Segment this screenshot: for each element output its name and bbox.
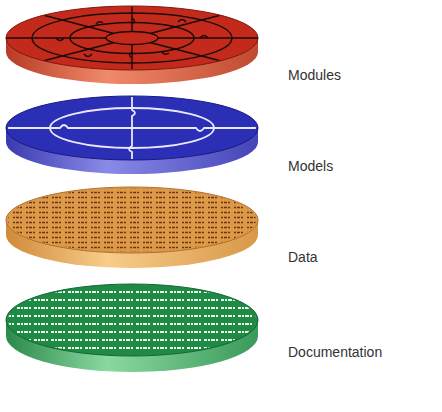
layer-label: Data bbox=[288, 249, 318, 266]
modules-disc bbox=[6, 6, 258, 84]
models-disc bbox=[6, 96, 258, 174]
layer-label: Models bbox=[288, 158, 333, 175]
text-texture bbox=[6, 282, 258, 358]
layer-label: Modules bbox=[288, 67, 341, 84]
disc-face bbox=[6, 187, 258, 253]
layer-label: Documentation bbox=[288, 344, 382, 361]
disc-face bbox=[6, 6, 258, 70]
text-texture bbox=[6, 186, 258, 254]
documentation-disc bbox=[6, 282, 258, 372]
puzzle-lines bbox=[6, 6, 258, 70]
disc-face bbox=[6, 96, 258, 160]
puzzle-lines bbox=[8, 96, 258, 160]
data-disc bbox=[6, 186, 258, 268]
